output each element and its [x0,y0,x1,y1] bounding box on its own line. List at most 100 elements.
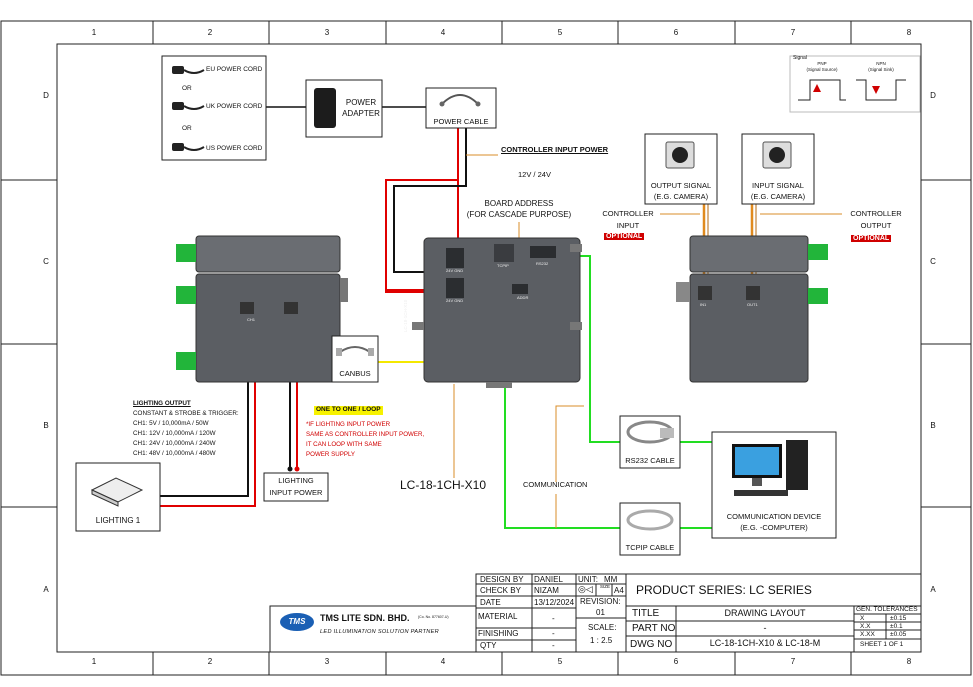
part-no-value: - [763,623,767,633]
controller-input-power-title: CONTROLLER INPUT POWER [501,145,609,154]
company-logo-text: TMS [288,617,306,626]
board-address-line1: BOARD ADDRESS [484,199,554,208]
pnp-waveform [798,79,846,101]
lighting-output-line: CH1: 48V / 10,000mA / 480W [133,450,216,457]
col-label-5: 5 [557,28,563,37]
design-by-label: DESIGN BY [480,575,524,584]
col-label-2: 2 [207,28,213,37]
tolerance-key: X [860,615,865,622]
controller-output-line2: OUTPUT [860,221,892,230]
sheet-number: SHEET 1 OF 1 [860,641,904,648]
col-label-2-bottom: 2 [207,657,213,666]
controller-input-line2: INPUT [616,221,640,230]
row-label-d-right: D [930,91,936,100]
one-to-one-loop-badge: ONE TO ONE / LOOP [314,406,383,415]
col-label-5-bottom: 5 [557,657,563,666]
signal-legend-box [789,55,921,113]
qty-value: - [552,641,555,650]
col-label-4-bottom: 4 [440,657,446,666]
device-marking-ch1: CH1 [247,317,256,322]
tolerance-key: X.X [860,623,871,630]
col-label-3: 3 [324,28,330,37]
npn-waveform [856,79,906,101]
serial-cable-icon [626,420,674,444]
device-marking-out1: OUT1 [747,302,758,307]
col-label-1-bottom: 1 [91,657,97,666]
pnp-arrow-icon [813,84,821,92]
controller-module-right [676,235,828,383]
title-block-lines [269,573,922,653]
output-signal-box [644,133,718,205]
pnp-label: PNP [817,61,827,66]
camera-icon [665,141,792,169]
lighting-input-power-line1: LIGHTING [278,476,314,485]
unit-label: UNIT: [578,575,598,584]
tolerance-value: ±0.15 [890,615,907,622]
power-adapter-icon [314,88,336,128]
size-value: A4 [614,586,624,595]
canbus-box [331,335,379,383]
controller-input-power-voltage: 12V / 24V [518,170,551,179]
ethernet-cable-icon [626,509,674,531]
device-marking-tcpip: TCPIP [497,263,509,268]
size-label: SIZE [600,584,611,589]
material-label: MATERIAL [478,612,518,621]
loop-note-line4: POWER SUPPLY [306,451,356,458]
npn-arrow-icon [872,86,880,94]
col-label-4: 4 [440,28,446,37]
input-signal-line1: INPUT SIGNAL [752,181,804,190]
scale-value: 1 : 2.5 [590,636,613,645]
dwg-no-value: LC-18-1CH-X10 & LC-18-M [709,638,821,648]
date-value: 13/12/2024 [534,598,575,607]
zone-ticks [1,21,971,675]
lighting-input-power-line2: INPUT POWER [269,488,323,497]
cable-icon [439,94,481,107]
canbus-cable-icon [336,346,374,356]
finishing-label: FINISHING [478,629,519,638]
light-panel-icon [90,477,144,507]
col-label-8: 8 [906,28,912,37]
signal-legend-title: Signal [793,55,807,61]
tolerance-value: ±0.1 [890,623,903,630]
callout-communication-top [555,405,584,482]
power-cable-label: POWER CABLE [433,117,489,126]
or-label-1: OR [182,85,192,92]
design-by-value: DANIEL [534,575,563,584]
tcpip-cable-label: TCPIP CABLE [625,543,675,552]
communication-device-line1: COMMUNICATION DEVICE [726,512,822,521]
row-label-d: D [43,91,49,100]
row-label-c: C [43,257,49,266]
dwg-no-label: DWG NO [630,639,673,650]
check-by-value: NIZAM [534,586,559,595]
output-signal-line1: OUTPUT SIGNAL [650,181,712,190]
communication-label: COMMUNICATION [523,480,588,489]
loop-note-line1: *IF LIGHTING INPUT POWER [306,421,391,428]
loop-note-line3: IT CAN LOOP WITH SAME [306,441,382,448]
canbus-label: CANBUS [339,369,371,378]
revision-value: 01 [596,608,605,617]
col-label-7-bottom: 7 [790,657,796,666]
computer-icon [732,440,808,496]
row-label-a-right: A [930,585,936,594]
col-label-6-bottom: 6 [673,657,679,666]
lighting-output-subtitle: CONSTANT & STROBE & TRIGGER: [133,410,239,417]
finishing-value: - [552,629,555,638]
tms-logo [280,613,314,631]
device-marking-gnd-bottom: 24V GND [446,298,464,303]
product-series: PRODUCT SERIES: LC SERIES [636,583,812,597]
row-label-c-right: C [930,257,936,266]
rs232-cable-label: RS232 CABLE [625,456,675,465]
col-label-1: 1 [91,28,97,37]
eu-power-cord-label: EU POWER CORD [206,66,263,73]
col-label-6: 6 [673,28,679,37]
device-marking-rs232: RS232 [536,261,549,266]
pnp-sub-label: (Signal Source) [806,67,838,72]
communication-device-line2: (E.G. -COMPUTER) [740,523,808,532]
company-reg-no: (Co. No. 877607-U) [418,615,449,619]
company-tagline: LED ILLUMINATION SOLUTION PARTNER [320,629,439,635]
lighting-input-power-box [263,472,329,502]
controller-power-wire-red [385,128,459,293]
lighting-output-line: CH1: 5V / 10,000mA / 50W [133,420,209,427]
loop-note-line2: SAME AS CONTROLLER INPUT POWER, [306,431,425,438]
